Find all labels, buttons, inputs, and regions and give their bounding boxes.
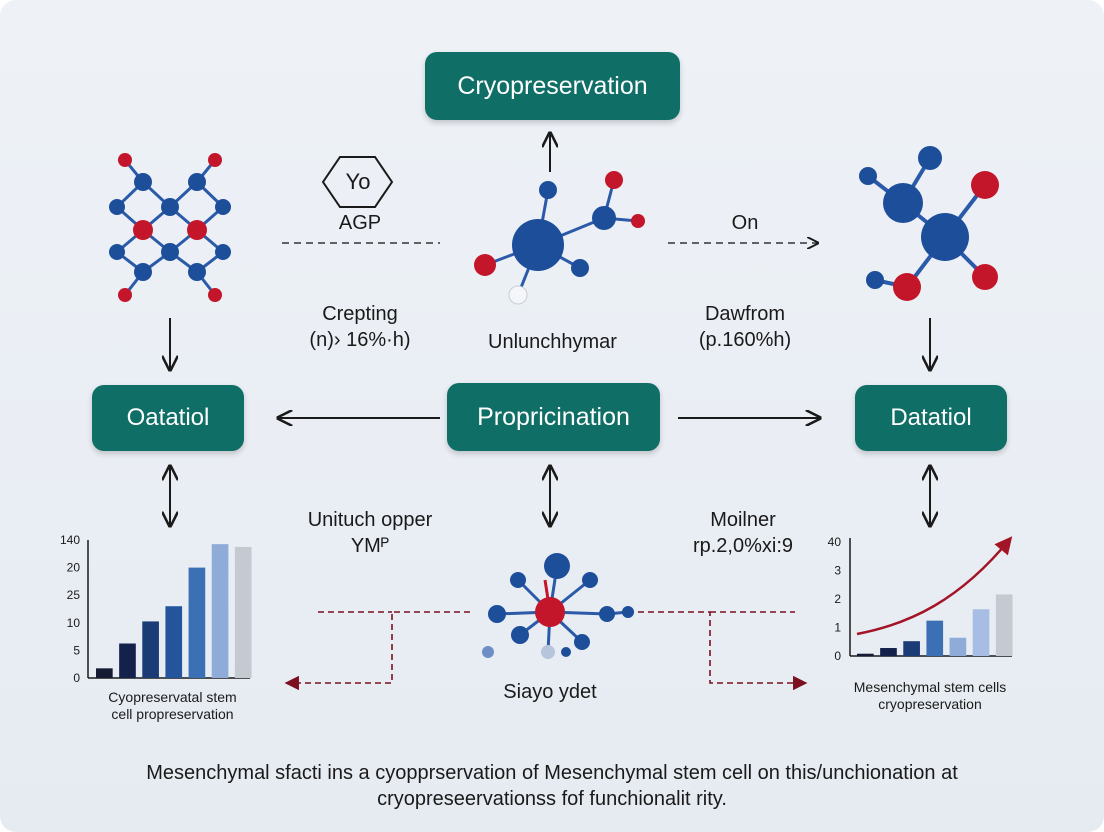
chart-left-tick-label: 25 [67,588,81,602]
label-agp: AGP [338,212,382,234]
chart-left-bar [119,643,136,678]
chart-right-bar [903,641,920,656]
chart-right-bar [995,594,1013,656]
chart-right-caption-line1: Mesenchymal stem cells [853,679,1007,695]
chart-right-bar [972,609,990,656]
dashed-red-connector-right [628,611,808,691]
hexagon-label: Yo [345,169,371,194]
chart-right-bar [949,637,967,656]
label-moilner-value: rp.2,0%xi:9 [692,535,794,557]
chart-right-caption-line2: cryopreservation [878,696,982,712]
node-datatiol[interactable]: Datatiol [855,385,1007,451]
label-dawfrom-value: (p.160%h) [698,329,792,351]
footer-line1: Mesenchymal sfacti ins a cyopprservation… [146,762,958,784]
node-oatatiol[interactable]: Oatatiol [92,385,244,451]
chart-right-trend-line [856,536,1013,636]
chart-left-tick-label: 20 [67,561,81,575]
label-dawfrom: Dawfrom [704,303,785,325]
footer-caption: Mesenchymal sfacti ins a cyopprservation… [40,760,1064,812]
chart-left-tick-label: 0 [73,671,80,685]
chart-right-tick-label: 40 [828,535,842,549]
dashed-red-connector-left [284,611,470,691]
chart-left-bar [96,668,113,678]
chart-left-bar [211,544,229,678]
label-bottom-molecule: Siayo ydet [503,681,597,703]
chart-left-bar [165,606,183,678]
chart-right-tick-label: 0 [834,649,841,663]
label-center-molecule: Unlunchhymar [488,331,617,353]
footer-line2: cryopreseervationss fof funchionalit rit… [377,788,727,810]
label-unituch-value: YMᴾ [350,535,390,557]
label-unituch: Unituch opper [307,509,433,531]
chart-right-bar [926,620,944,656]
chart-left-caption-line1: Cyopreservatal stem [108,689,237,705]
chart-left-bar [188,567,206,678]
chart-right-tick-label: 1 [834,621,841,635]
chart-right-tick-label: 2 [834,592,841,606]
chart-left-bar [234,546,252,678]
chart-left-tick-label: 10 [67,616,81,630]
chart-left-bar [142,621,159,678]
chart-left-caption-line2: cell propreservation [111,706,234,722]
chart-right-tick-label: 3 [834,564,841,578]
label-moilner: Moilner [710,509,776,531]
label-crepting-value: (n)› 16%·h) [309,329,411,351]
label-crepting: Crepting [322,303,398,325]
label-on: On [731,212,759,234]
chart-right-bar [857,653,874,656]
node-propricination[interactable]: Propricination [447,383,660,451]
chart-left-tick-label: 140 [60,533,80,547]
node-cryopreservation[interactable]: Cryopreservation [425,52,680,120]
chart-right-bar [880,648,897,656]
chart-left-tick-label: 5 [73,643,80,657]
